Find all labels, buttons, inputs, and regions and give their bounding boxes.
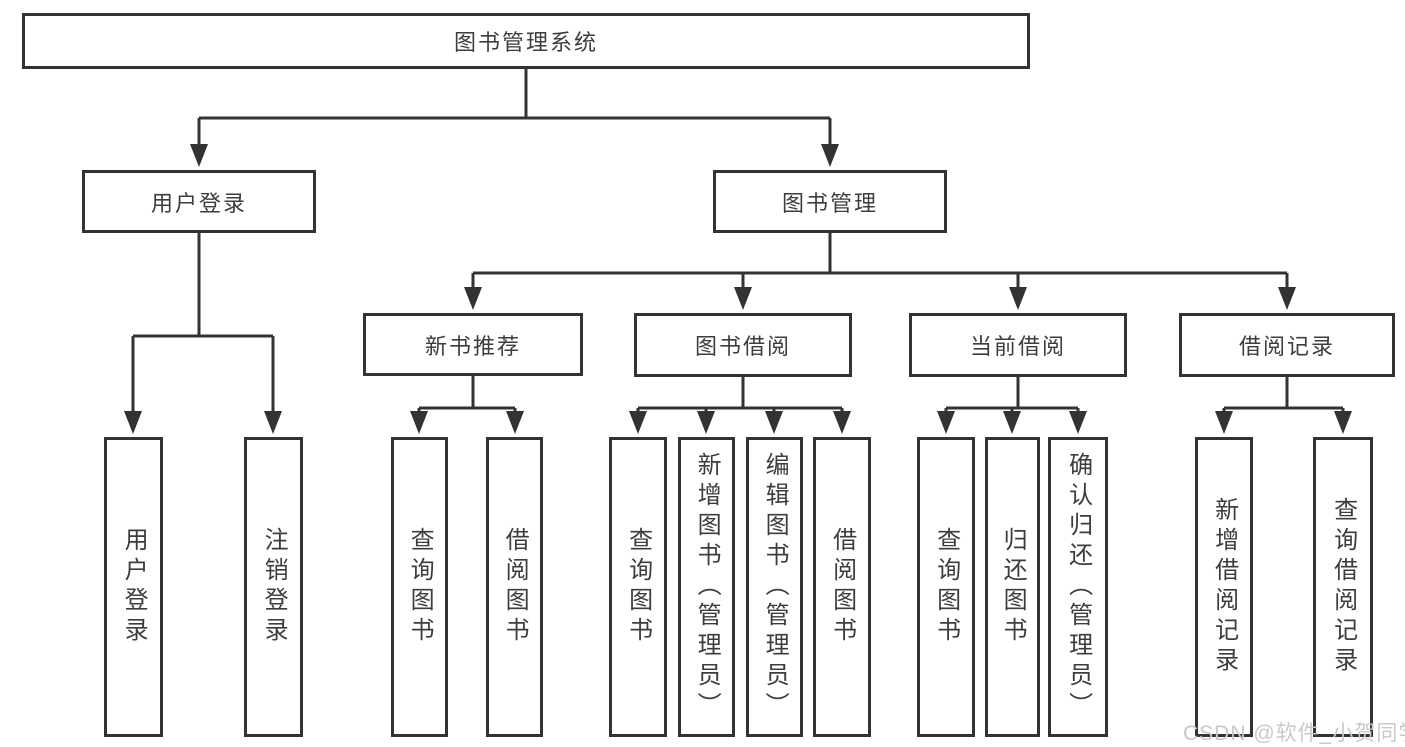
connector-borrow-records-to-leaves (1215, 376, 1352, 434)
arrow-down-icon (821, 144, 839, 167)
leaf-bb-add-books-admin: 新增图书（管理员） (678, 437, 735, 737)
connector-user-login-to-leaves (124, 232, 282, 434)
leaf-br-query-borrow-record: 查询借阅记录 (1313, 437, 1373, 737)
node-borrow-records-label: 借阅记录 (1238, 334, 1335, 359)
leaf-cb-return-books: 归还图书 (985, 437, 1040, 737)
node-current-borrow: 当前借阅 (909, 313, 1127, 377)
arrow-down-icon (1009, 287, 1027, 310)
connector-book-borrow-to-leaves (629, 376, 851, 434)
node-new-book-recommend: 新书推荐 (363, 313, 583, 376)
arrow-down-icon (1334, 411, 1352, 434)
leaf-cb-confirm-return-admin: 确认归还（管理员） (1048, 437, 1108, 737)
leaf-bb-borrow-books-label: 借阅图书 (828, 527, 856, 647)
leaf-br-query-borrow-record-label: 查询借阅记录 (1329, 497, 1357, 677)
arrow-down-icon (629, 411, 647, 434)
leaf-nb-query-books-label: 查询图书 (406, 527, 434, 647)
node-current-borrow-label: 当前借阅 (969, 334, 1066, 359)
leaf-user-login: 用户登录 (104, 437, 163, 737)
leaf-bb-add-books-admin-label: 新增图书（管理员） (693, 452, 721, 722)
leaf-bb-borrow-books: 借阅图书 (813, 437, 871, 737)
node-book-borrow-label: 图书借阅 (694, 334, 791, 359)
node-new-book-recommend-label: 新书推荐 (424, 333, 521, 359)
node-borrow-records: 借阅记录 (1179, 313, 1395, 377)
leaf-bb-query-books: 查询图书 (609, 437, 667, 737)
arrow-down-icon (190, 144, 208, 167)
arrow-down-icon (1003, 411, 1021, 434)
arrow-down-icon (937, 411, 955, 434)
arrow-down-icon (410, 411, 428, 434)
arrow-down-icon (464, 287, 482, 310)
arrow-down-icon (734, 287, 752, 310)
leaf-bb-edit-books-admin: 编辑图书（管理员） (746, 437, 803, 737)
arrow-down-icon (765, 411, 783, 434)
csdn-watermark: CSDN @软件_小贺同学 (1183, 722, 1405, 745)
node-user-login: 用户登录 (82, 170, 316, 233)
leaf-bb-edit-books-admin-label: 编辑图书（管理员） (761, 452, 789, 722)
arrow-down-icon (124, 411, 142, 434)
node-book-management-label: 图书管理 (781, 190, 878, 216)
leaf-user-login-label: 用户登录 (120, 527, 148, 647)
leaf-nb-query-books: 查询图书 (391, 437, 448, 737)
leaf-nb-borrow-books-label: 借阅图书 (501, 527, 529, 647)
arrow-down-icon (1215, 411, 1233, 434)
leaf-logout: 注销登录 (244, 437, 303, 737)
leaf-cb-return-books-label: 归还图书 (999, 527, 1027, 647)
leaf-br-add-borrow-record-label: 新增借阅记录 (1210, 497, 1238, 677)
leaf-br-add-borrow-record: 新增借阅记录 (1195, 437, 1253, 737)
arrow-down-icon (264, 411, 282, 434)
leaf-cb-confirm-return-admin-label: 确认归还（管理员） (1064, 452, 1092, 722)
node-root-label: 图书管理系统 (453, 30, 598, 55)
arrow-down-icon (833, 411, 851, 434)
connector-book-management-to-level3 (464, 232, 1296, 310)
connector-root-to-level2 (190, 68, 839, 167)
leaf-cb-query-books-label: 查询图书 (932, 527, 960, 647)
arrow-down-icon (506, 411, 524, 434)
node-root: 图书管理系统 (22, 13, 1030, 69)
node-book-borrow: 图书借阅 (634, 313, 852, 377)
node-user-login-label: 用户登录 (150, 190, 247, 216)
leaf-bb-query-books-label: 查询图书 (624, 527, 652, 647)
arrow-down-icon (1278, 287, 1296, 310)
connector-new-book-to-leaves (410, 376, 524, 434)
leaf-logout-label: 注销登录 (260, 527, 288, 647)
leaf-cb-query-books: 查询图书 (917, 437, 975, 737)
node-book-management: 图书管理 (713, 170, 947, 233)
arrow-down-icon (697, 411, 715, 434)
connector-current-borrow-to-leaves (937, 376, 1087, 434)
leaf-nb-borrow-books: 借阅图书 (486, 437, 543, 737)
arrow-down-icon (1069, 411, 1087, 434)
